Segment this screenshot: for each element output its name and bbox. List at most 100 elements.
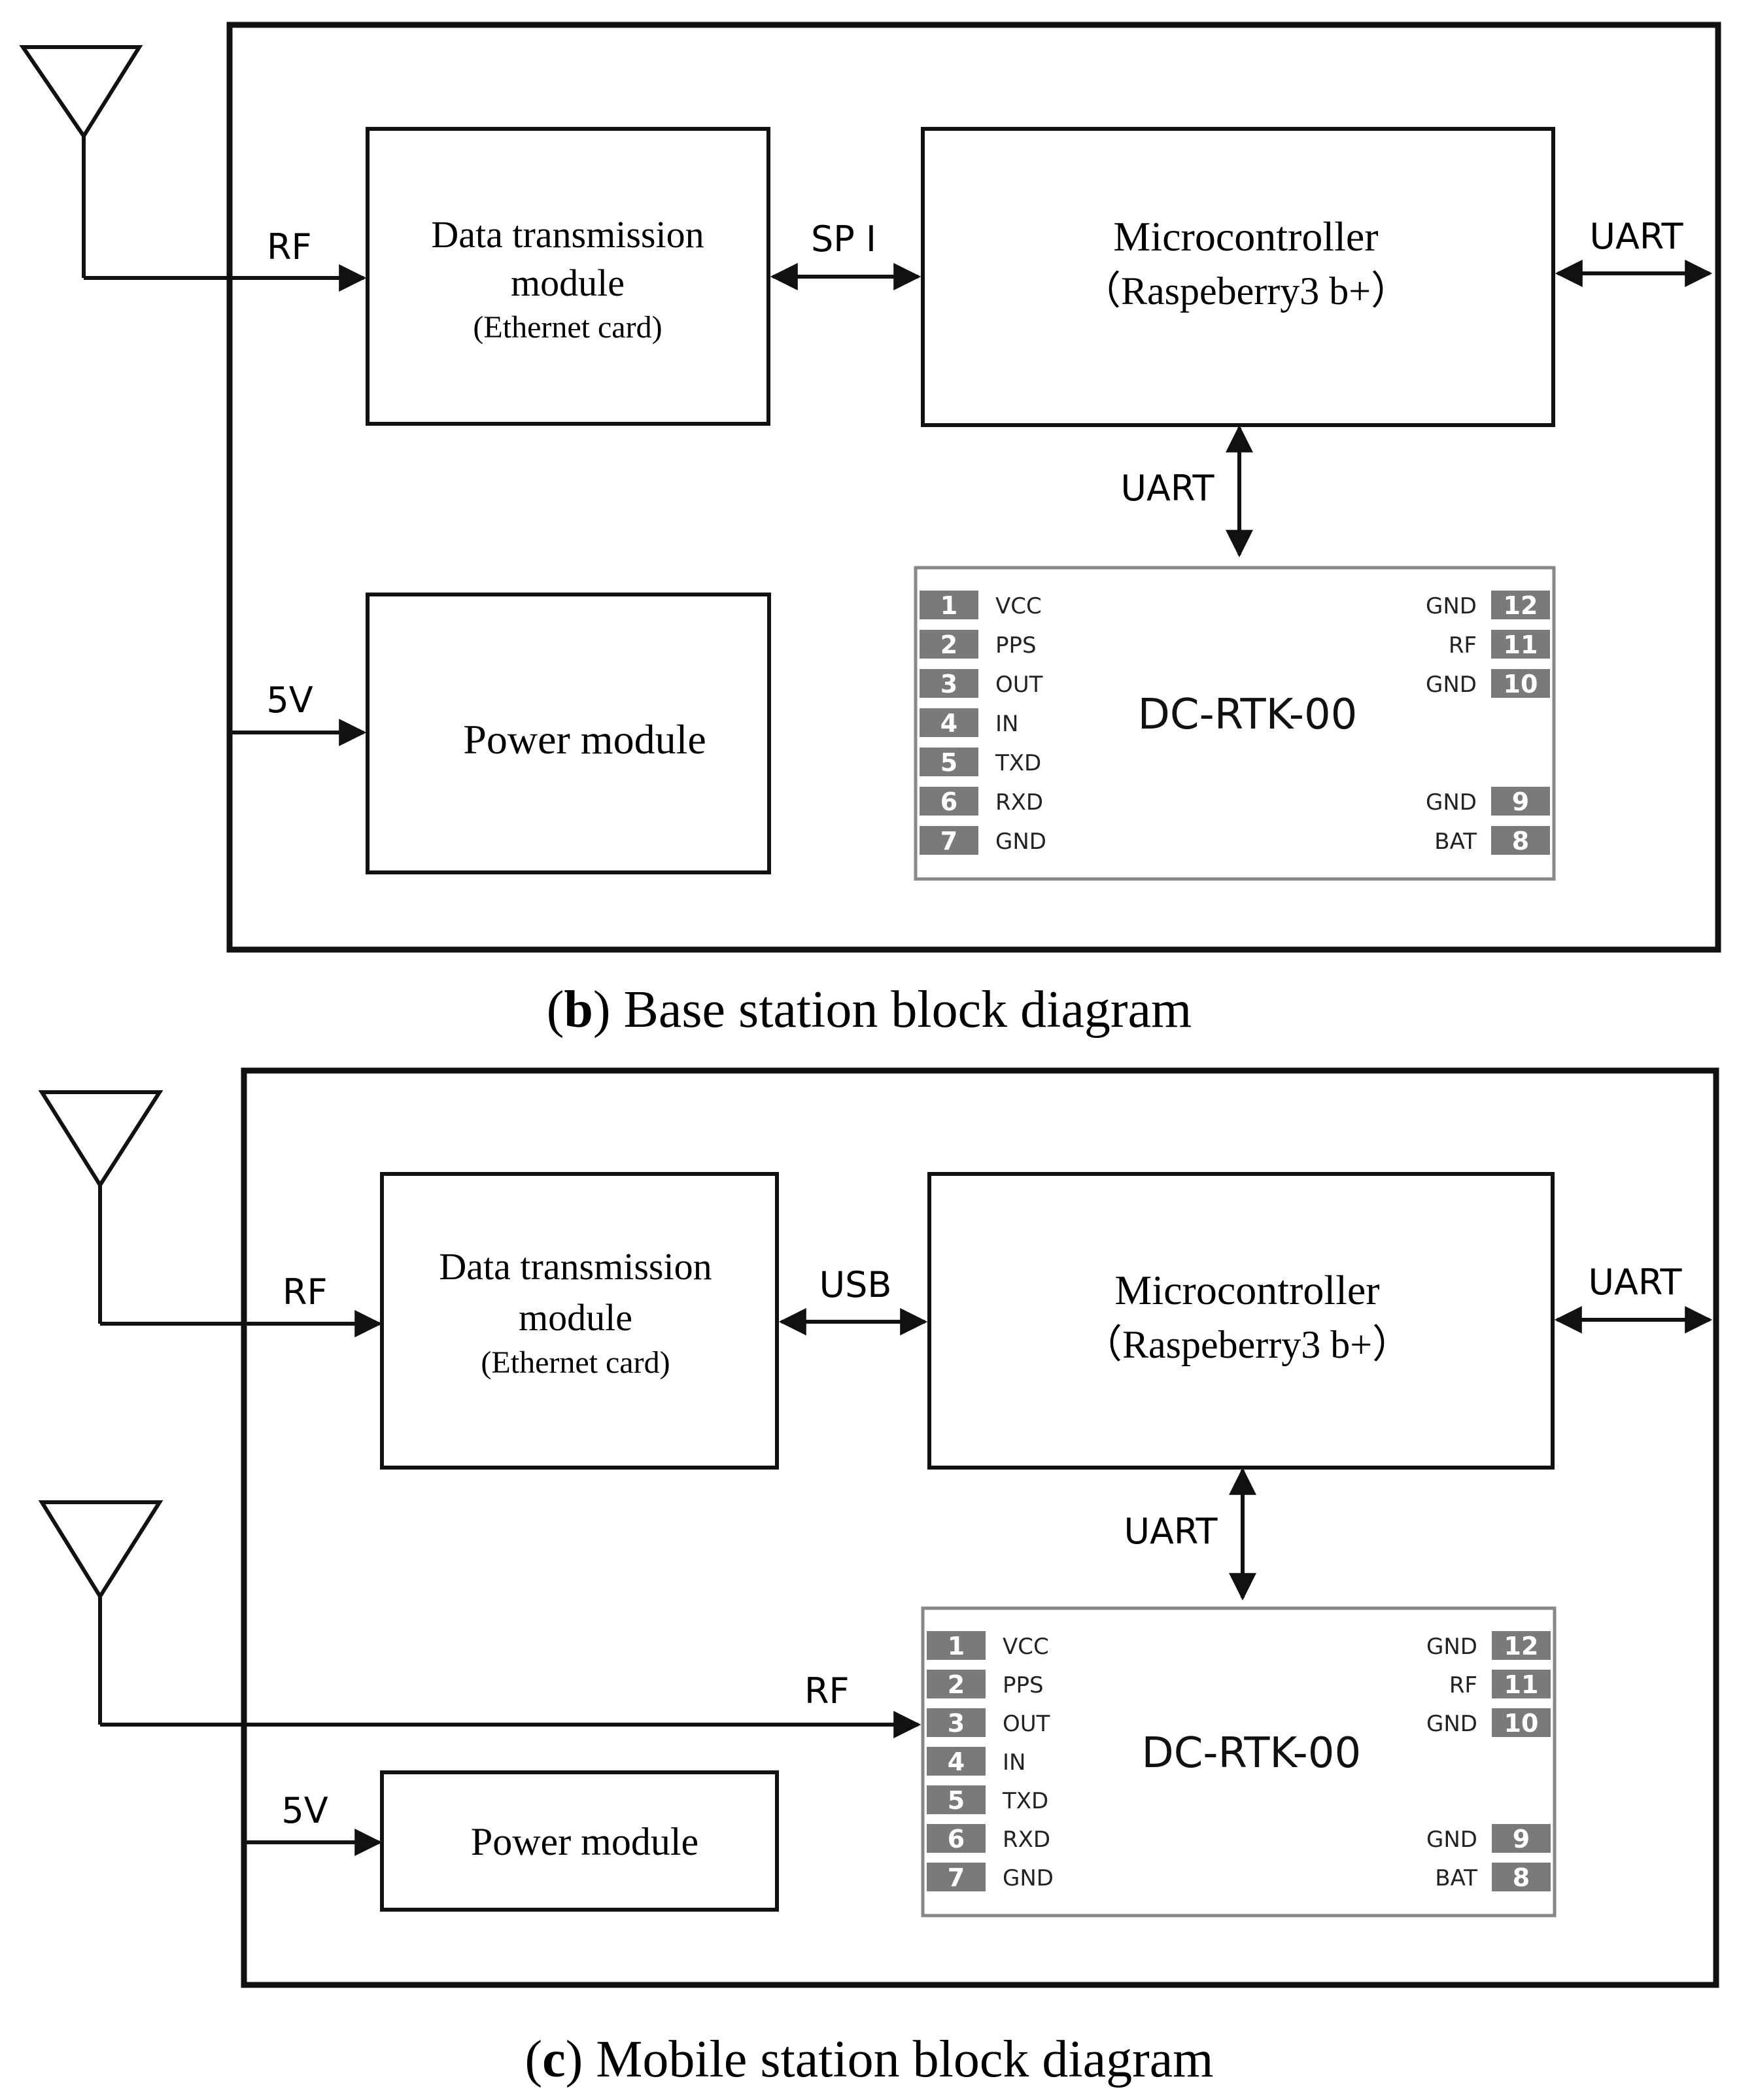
microcontroller-block [921, 127, 1555, 427]
pin-box [927, 1708, 986, 1737]
uart-right-label: UART [1588, 1262, 1682, 1303]
pin-number: 10 [1504, 670, 1538, 698]
pin-box [1492, 1708, 1551, 1737]
pin-name: PPS [995, 632, 1037, 659]
antenna-icon [38, 1500, 164, 1725]
pin-name: IN [1003, 1749, 1025, 1776]
pin-box [1491, 826, 1550, 855]
rf2-label: RF [804, 1670, 850, 1712]
pin-box [1491, 669, 1550, 698]
pin-number: 6 [940, 787, 957, 816]
pin-name: GND [1003, 1865, 1054, 1891]
pin-name: RXD [995, 789, 1043, 816]
pin-box [920, 826, 978, 855]
data-transmission-module [366, 127, 770, 426]
pin-number: 11 [1504, 630, 1538, 659]
pin-name: RXD [1003, 1827, 1050, 1853]
data-module-line-2: module [519, 1296, 632, 1339]
antenna-icon [19, 45, 143, 278]
micro-subtitle: （Raspeberry3 b+） [1082, 269, 1410, 313]
pin-name: IN [995, 711, 1018, 737]
caption: (b) Base station block diagram [547, 981, 1192, 1039]
caption: (c) Mobile station block diagram [525, 2031, 1213, 2088]
mobile-station-diagram: RF RF Data transmission module (Ethernet… [38, 1067, 1719, 2088]
pin-number: 12 [1504, 1632, 1539, 1661]
pin-box [1492, 1824, 1551, 1853]
rf-label: RF [283, 1271, 328, 1313]
outer-frame [226, 22, 1721, 953]
data-module-line-3: (Ethernet card) [481, 1345, 670, 1380]
pin-name: GND [1426, 1827, 1477, 1853]
pin-box [920, 748, 978, 776]
pin-box [927, 1863, 986, 1891]
pin-number: 11 [1504, 1670, 1539, 1699]
uart-down-label: UART [1124, 1511, 1218, 1552]
v5-label: 5V [266, 680, 313, 721]
pin-box [927, 1670, 986, 1698]
pin-box [920, 708, 978, 737]
pin-box [1492, 1631, 1551, 1660]
antenna-icon [38, 1090, 164, 1324]
bus-label: USB [819, 1264, 892, 1305]
pin-name: RF [1449, 1672, 1477, 1698]
rtk-module-outline [914, 566, 1556, 881]
data-module-line-2: module [511, 262, 625, 304]
base-station-diagram: RF Data transmission module (Ethernet ca… [19, 22, 1721, 1039]
pin-number: 4 [948, 1747, 965, 1776]
pin-number: 8 [1513, 1863, 1530, 1892]
pin-number: 3 [940, 670, 957, 698]
rtk-module-outline [921, 1606, 1557, 1918]
data-module-line-1: Data transmission [439, 1245, 712, 1288]
pin-number: 7 [948, 1863, 965, 1892]
pin-box [1492, 1670, 1551, 1698]
pin-box [1491, 630, 1550, 659]
bus-label: SP I [811, 218, 876, 260]
pin-number: 7 [940, 827, 957, 855]
power-module [366, 593, 771, 874]
pin-number: 9 [1512, 787, 1529, 816]
rtk-module-title: DC-RTK-00 [1138, 691, 1358, 739]
data-transmission-module [380, 1172, 779, 1470]
pin-box [1491, 787, 1550, 816]
pin-number: 5 [940, 748, 957, 777]
rf-label: RF [267, 226, 312, 267]
pin-number: 3 [948, 1709, 965, 1738]
pin-box [920, 669, 978, 698]
pin-name: BAT [1435, 1865, 1477, 1891]
pin-name: TXD [1002, 1788, 1048, 1814]
power-module [380, 1770, 779, 1912]
micro-title: Microcontroller [1114, 1267, 1379, 1313]
pin-number: 9 [1513, 1825, 1530, 1853]
uart-down-label: UART [1120, 468, 1214, 509]
pin-name: VCC [1003, 1634, 1049, 1660]
microcontroller-block [927, 1172, 1555, 1470]
pin-number: 2 [948, 1670, 965, 1699]
data-module-line-1: Data transmission [431, 213, 704, 256]
pin-number: 2 [940, 630, 957, 659]
pin-name: GND [1426, 672, 1477, 698]
pin-number: 10 [1504, 1709, 1539, 1738]
pin-name: GND [1426, 593, 1477, 619]
pin-number: 5 [948, 1786, 965, 1815]
pin-name: GND [995, 829, 1046, 855]
pin-name: TXD [995, 750, 1041, 776]
micro-subtitle: （Raspeberry3 b+） [1083, 1323, 1411, 1366]
data-module-line-3: (Ethernet card) [473, 310, 662, 345]
pin-number: 12 [1504, 591, 1538, 620]
pin-box [927, 1824, 986, 1853]
pin-number: 1 [948, 1632, 965, 1661]
rtk-module-title: DC-RTK-00 [1141, 1729, 1361, 1778]
pin-number: 6 [948, 1825, 965, 1853]
pin-box [927, 1785, 986, 1814]
pin-box [1492, 1863, 1551, 1891]
outer-frame [241, 1067, 1719, 1988]
pin-name: GND [1426, 1711, 1477, 1737]
pin-name: PPS [1003, 1672, 1044, 1698]
uart-right-label: UART [1589, 216, 1683, 257]
pin-name: BAT [1434, 829, 1477, 855]
pin-box [920, 591, 978, 619]
pin-number: 1 [940, 591, 957, 620]
pin-box [1491, 591, 1550, 619]
